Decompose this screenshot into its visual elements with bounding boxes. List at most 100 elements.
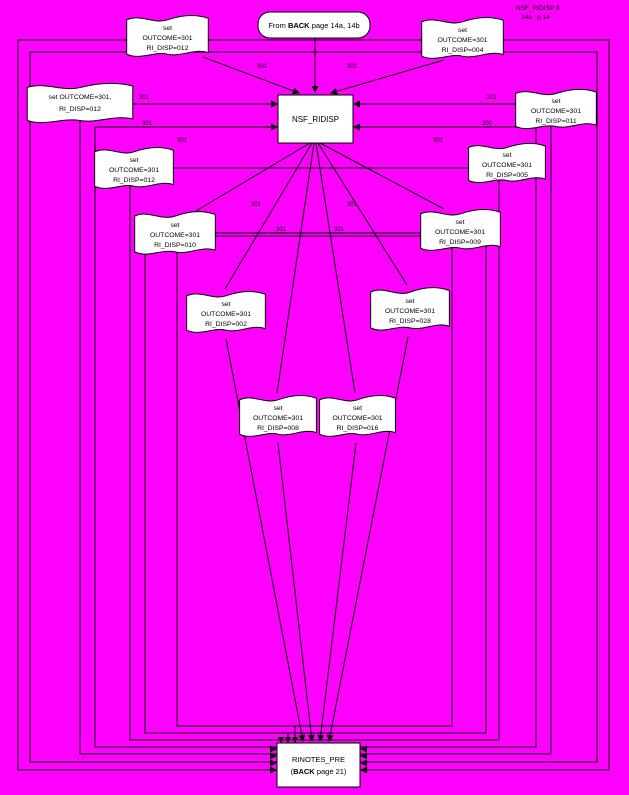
- connector-line: [315, 142, 356, 394]
- flag-line: RI_DISP=028: [389, 318, 431, 325]
- arrowhead: [353, 123, 360, 131]
- flag-line: OUTCOME=301: [109, 167, 159, 174]
- flag-line: RI_DISP=004: [442, 47, 484, 54]
- edge-label: 301: [251, 202, 262, 208]
- connector-line: [317, 142, 408, 286]
- connector-line: [202, 56, 300, 95]
- flag-shape: [26, 82, 134, 124]
- arrowhead: [271, 100, 278, 108]
- flag-ri-disp-012-top-left: set OUTCOME=301 RI_DISP=012: [126, 14, 209, 57]
- process-node-nsf-ridisp: NSF_RIDISP: [277, 94, 354, 144]
- connector-line: [319, 142, 445, 210]
- routing-rail: [176, 235, 453, 727]
- arrowhead: [360, 766, 367, 774]
- flag-line: OUTCOME=301: [385, 308, 435, 315]
- flag-ri-disp-008-bottom-left: set OUTCOME=301 RI_DISP=008: [239, 395, 317, 437]
- flag-line: OUTCOME=301: [201, 311, 251, 318]
- flag-line: RI_DISP=012: [59, 106, 101, 113]
- edge-label: 301: [334, 227, 345, 233]
- connector-line: [277, 442, 315, 742]
- connector-line: [224, 142, 313, 290]
- corner-note: NSF_RIDISP 8 14a : p 14: [516, 5, 560, 21]
- flag-line: RI_DISP=002: [205, 321, 247, 328]
- end-node-label-line2: (BACK page 21): [291, 767, 347, 776]
- flag-ri-disp-004-top-right: set OUTCOME=301 RI_DISP=004: [421, 16, 504, 59]
- arrowhead: [271, 123, 278, 131]
- flag-line: RI_DISP=011: [535, 118, 576, 125]
- flag-line: set: [502, 152, 511, 159]
- arrowheads: [270, 100, 367, 774]
- flag-line: set: [405, 298, 414, 305]
- start-node-shape: [257, 11, 371, 39]
- flag-line: set: [221, 301, 230, 308]
- flag-line: set: [273, 405, 282, 412]
- connector-line: [276, 142, 315, 394]
- edge-label: 301: [433, 138, 444, 144]
- flag-ri-disp-012-left: set OUTCOME=301, RI_DISP=012: [26, 82, 134, 124]
- flag-ri-disp-009-lower-right: set OUTCOME=301 RI_DISP=009: [420, 209, 501, 251]
- end-node-rinotes-pre: RINOTES_PRE (BACK page 21): [276, 742, 361, 788]
- edge-label: 301: [142, 121, 153, 127]
- flag-line: RI_DISP=005: [486, 172, 528, 179]
- arrowhead: [270, 759, 277, 767]
- flag-ri-disp-028-center-right: set OUTCOME=301 RI_DISP=028: [370, 287, 450, 331]
- flag-line: RI_DISP=009: [439, 239, 481, 246]
- routing-rail: [144, 232, 487, 734]
- edge-label: 301: [347, 202, 358, 208]
- edge-label: 301: [487, 95, 498, 101]
- flag-line: set: [129, 157, 138, 164]
- edge-labels: 301 301 301 301 301 301 301 301 301 301 …: [139, 64, 498, 233]
- arrowhead: [270, 752, 277, 760]
- flag-line: OUTCOME=301: [150, 232, 200, 239]
- flag-ri-disp-016-bottom-right: set OUTCOME=301 RI_DISP=016: [319, 395, 396, 437]
- flag-line: OUTCOME=301: [437, 37, 487, 44]
- flag-line: set: [170, 222, 179, 229]
- process-node-shape: [277, 94, 354, 144]
- flag-ri-disp-010-lower-left: set OUTCOME=301 RI_DISP=010: [134, 211, 216, 255]
- flag-line: OUTCOME=301: [332, 415, 382, 422]
- connector-line: [195, 142, 311, 212]
- corner-note-line1: NSF_RIDISP 8: [516, 5, 560, 12]
- flag-line: OUTCOME=301: [253, 415, 303, 422]
- flag-ri-disp-002-center-left: set OUTCOME=301 RI_DISP=002: [186, 291, 266, 333]
- arrowhead: [360, 745, 367, 753]
- flag-ri-disp-011-right: set OUTCOME=301 RI_DISP=011: [515, 88, 597, 130]
- start-node: From BACK page 14a, 14b: [257, 11, 371, 39]
- arrowhead: [360, 759, 367, 767]
- arrowhead: [292, 737, 298, 743]
- arrowhead: [270, 745, 277, 753]
- flag-line: RI_DISP=008: [257, 425, 299, 432]
- edge-label: 301: [276, 227, 287, 233]
- flag-line: set OUTCOME=301,: [49, 94, 112, 101]
- flag-line: RI_DISP=012: [113, 177, 155, 184]
- flag-line: set: [455, 219, 464, 226]
- arrowhead: [353, 100, 360, 108]
- edge-label: 301: [257, 64, 268, 70]
- flag-line: RI_DISP=016: [337, 425, 379, 432]
- start-node-label: From BACK page 14a, 14b: [268, 21, 359, 30]
- flag-line: set: [458, 27, 467, 34]
- flag-line: RI_DISP=010: [154, 242, 196, 249]
- arrowhead: [285, 737, 291, 743]
- flag-line: OUTCOME=301: [531, 108, 581, 115]
- edge-label: 301: [177, 138, 188, 144]
- process-node-label: NSF_RIDISP: [292, 115, 339, 124]
- corner-note-line2: 14a : p 14: [521, 14, 550, 21]
- connector-lines: [195, 38, 445, 743]
- flag-ri-disp-012-mid-left: set OUTCOME=301 RI_DISP=012: [94, 147, 174, 189]
- flag-ri-disp-005-mid-right: set OUTCOME=301 RI_DISP=005: [468, 142, 546, 184]
- connector-line: [225, 338, 306, 742]
- flag-line: RI_DISP=012: [147, 45, 189, 52]
- flag-line: set: [163, 25, 172, 32]
- flag-line: set: [551, 98, 560, 105]
- flag-line: OUTCOME=301: [142, 35, 192, 42]
- arrowhead: [270, 766, 277, 774]
- flag-line: OUTCOME=301: [435, 229, 485, 236]
- flags: set OUTCOME=301 RI_DISP=012 set OUTCOME=…: [26, 14, 597, 437]
- arrowhead: [278, 737, 284, 743]
- edge-label: 301: [482, 121, 493, 127]
- connector-line: [330, 59, 445, 95]
- edge-label: 301: [347, 64, 358, 70]
